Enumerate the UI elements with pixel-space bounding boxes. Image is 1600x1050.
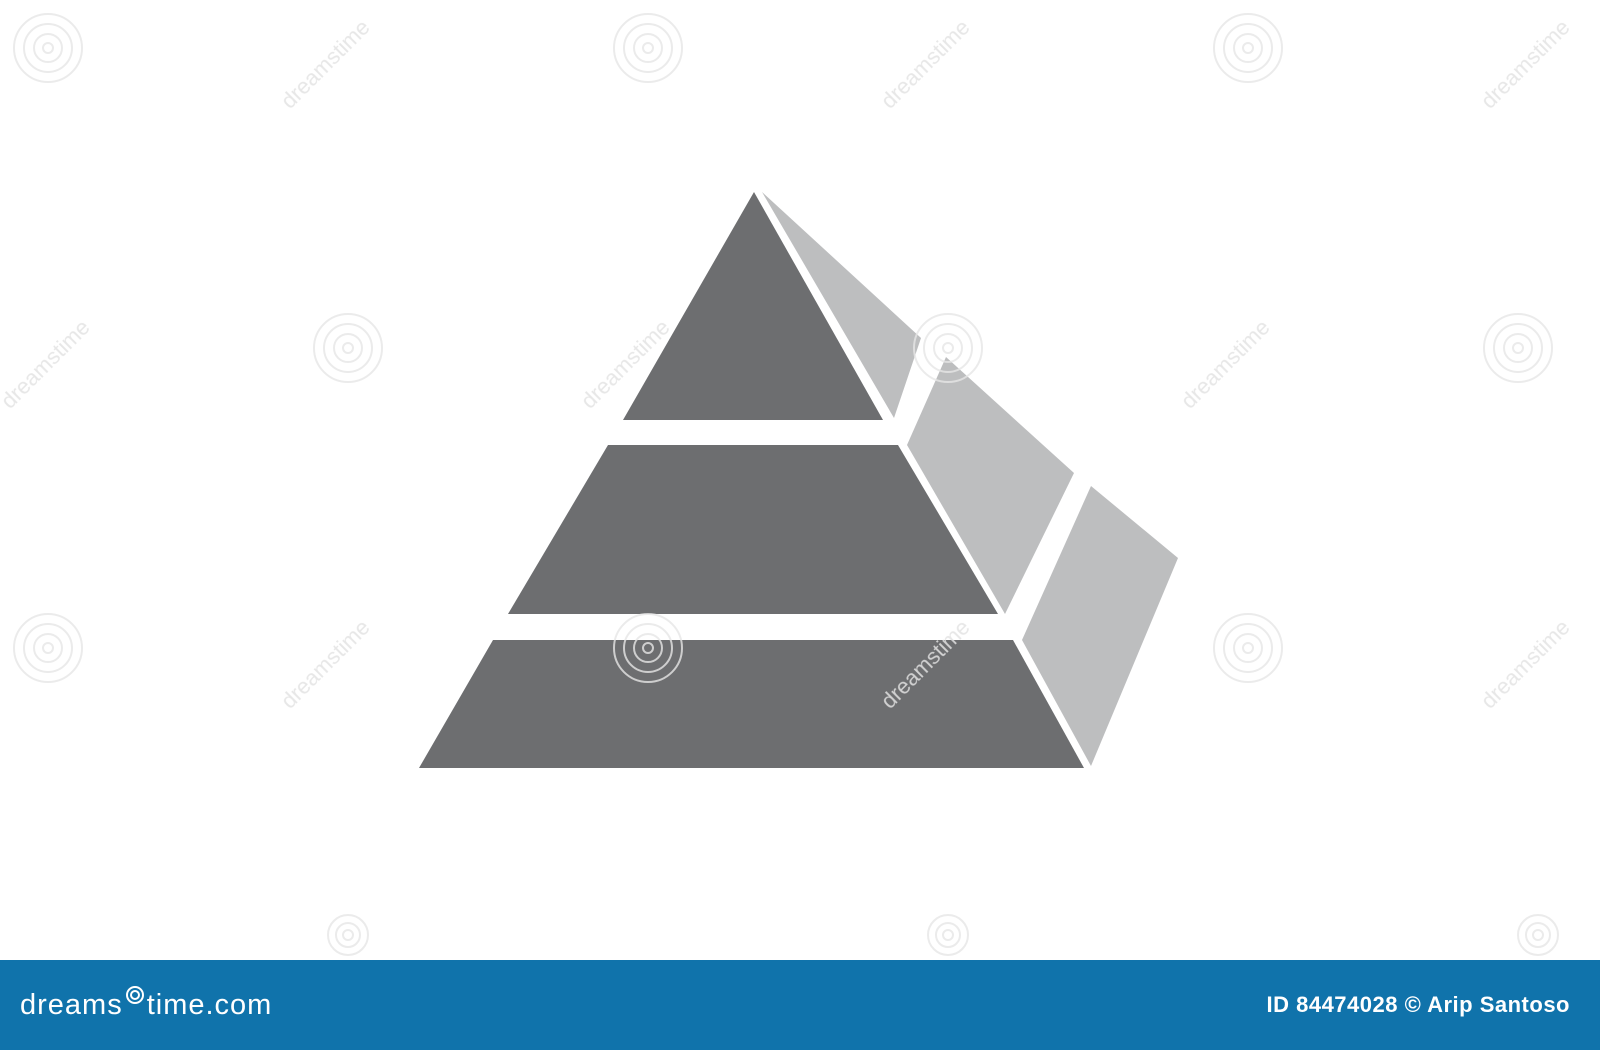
spiral-logo-icon bbox=[125, 986, 144, 1004]
pyramid-top-tier bbox=[623, 192, 883, 420]
pyramid-bottom-tier bbox=[419, 640, 1084, 768]
image-credit: ID 84474028 © Arip Santoso bbox=[1266, 992, 1570, 1017]
pyramid-middle-tier bbox=[508, 445, 998, 614]
brand-logo: dreams time.com bbox=[20, 986, 273, 1022]
pyramid-side-bottom bbox=[1022, 486, 1178, 766]
pyramid-side-middle bbox=[907, 357, 1074, 614]
brand-text-right: time.com bbox=[146, 988, 273, 1021]
pyramid-illustration bbox=[419, 192, 1178, 768]
pyramid-side-top bbox=[762, 192, 921, 418]
footer-bar: dreams time.com ID 84474028 © Arip Santo… bbox=[0, 960, 1600, 1050]
brand-text-left: dreams bbox=[20, 988, 123, 1021]
